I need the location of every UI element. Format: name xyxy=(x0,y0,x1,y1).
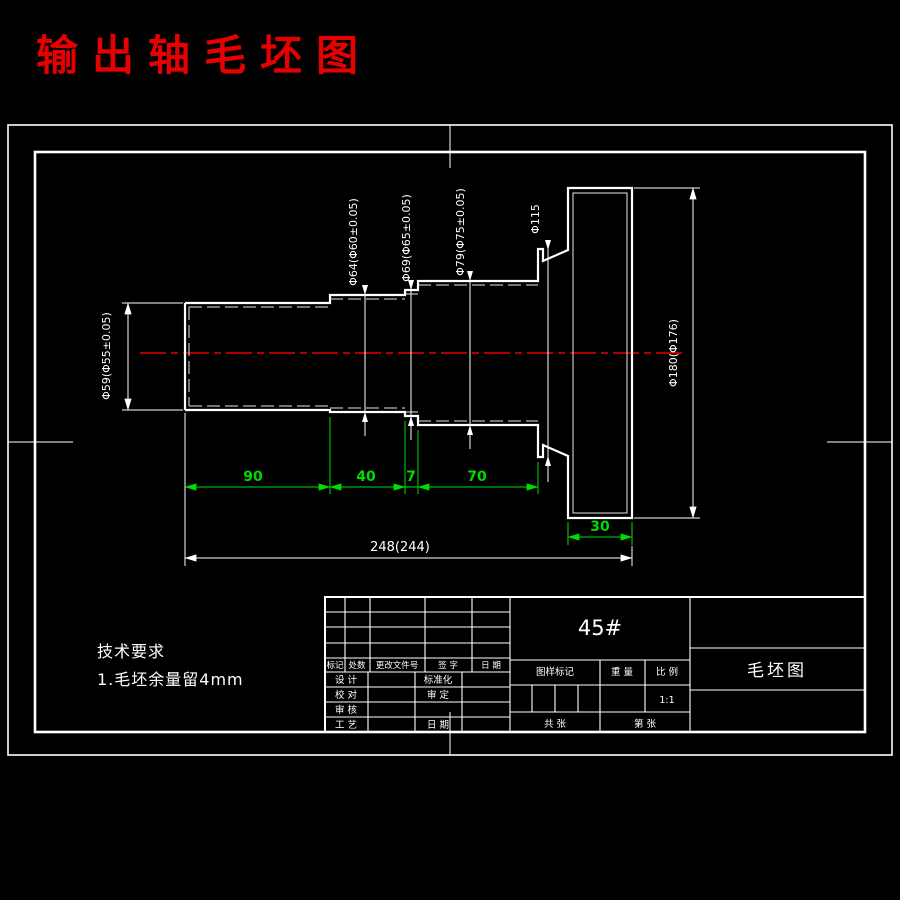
row-approve: 审 定 xyxy=(427,689,450,701)
dim-dia64: Φ64(Φ60±0.05) xyxy=(347,198,368,436)
sheet-index-label: 第 张 xyxy=(634,718,657,730)
scale-value: 1:1 xyxy=(659,695,674,706)
dim-dia115: Φ115 xyxy=(529,204,551,482)
dim-label-90: 90 xyxy=(243,469,263,485)
arrowhead xyxy=(408,280,414,290)
arrowhead xyxy=(467,271,473,281)
dim-label-dia64: Φ64(Φ60±0.05) xyxy=(347,198,360,286)
dim-dia180: Φ180(Φ176) xyxy=(634,187,700,519)
sheet-total-label: 共 张 xyxy=(544,719,567,730)
dim-label-dia115: Φ115 xyxy=(529,204,542,234)
tech-req-item1: 1.毛坯余量留4mm xyxy=(97,670,244,689)
arrowhead xyxy=(362,412,368,422)
dim-length-90: 90 xyxy=(184,469,331,491)
arrowhead xyxy=(545,240,551,250)
scale-label: 比 例 xyxy=(656,666,678,678)
dim-label-dia180: Φ180(Φ176) xyxy=(667,319,680,387)
header-biaoji: 标记 xyxy=(326,660,344,671)
dim-label-dia59: Φ59(Φ55±0.05) xyxy=(100,312,113,400)
arrowhead xyxy=(467,425,473,435)
dim-length-overall: 248(244) xyxy=(184,413,633,566)
dim-length-30: 30 xyxy=(567,519,633,541)
row-date: 日 期 xyxy=(427,720,449,731)
weight-label: 重 量 xyxy=(611,666,634,678)
dim-label-70: 70 xyxy=(467,469,487,485)
dim-dia79: Φ79(Φ75±0.05) xyxy=(454,188,473,449)
title-block: 45# 毛坯图 标记 处数 更改文件号 签 字 日 期 设 计 校 对 审 核 … xyxy=(324,596,866,733)
row-audit: 审 核 xyxy=(335,704,358,716)
finished-flange-outline xyxy=(572,192,628,514)
technical-requirements: 技术要求 1.毛坯余量留4mm xyxy=(97,642,244,689)
arrowhead xyxy=(362,285,368,295)
drawing-name: 毛坯图 xyxy=(747,661,807,681)
row-standardization: 标准化 xyxy=(424,674,453,686)
dim-label-7: 7 xyxy=(406,469,416,485)
dim-dia69: Φ69(Φ65±0.05) xyxy=(400,194,414,440)
title-block-frame xyxy=(324,596,866,733)
dim-label-overall: 248(244) xyxy=(370,540,430,555)
stage-mark-label: 图样标记 xyxy=(536,666,575,678)
header-change-file-no: 更改文件号 xyxy=(376,660,419,671)
page-title: 输出轴毛坯图 xyxy=(36,31,372,80)
dim-label-dia79: Φ79(Φ75±0.05) xyxy=(454,188,467,276)
dim-length-7: 7 xyxy=(405,469,418,488)
dim-label-30: 30 xyxy=(590,519,610,535)
arrowhead xyxy=(545,456,551,466)
dim-length-40: 40 xyxy=(329,469,406,491)
row-process: 工 艺 xyxy=(335,720,357,731)
header-signature: 签 字 xyxy=(438,660,458,671)
tech-req-heading: 技术要求 xyxy=(97,642,165,661)
dim-length-70: 70 xyxy=(417,469,539,491)
row-design: 设 计 xyxy=(335,674,358,686)
material-designation: 45# xyxy=(578,616,622,640)
dim-label-dia69: Φ69(Φ65±0.05) xyxy=(400,194,413,282)
finished-part-outline xyxy=(188,284,538,422)
row-check: 校 对 xyxy=(335,689,358,701)
dim-dia59: Φ59(Φ55±0.05) xyxy=(100,302,183,411)
dim-label-40: 40 xyxy=(356,469,376,485)
header-date: 日 期 xyxy=(481,661,501,671)
arrowhead xyxy=(408,416,414,426)
header-chushu: 处数 xyxy=(348,660,366,671)
